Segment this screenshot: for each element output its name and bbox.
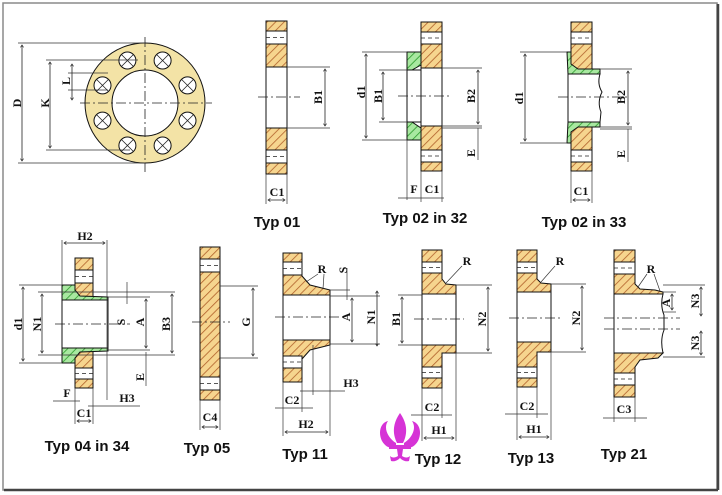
dim-label-S: S: [114, 318, 128, 325]
dim-label-R: R: [318, 262, 327, 276]
dim-label-C2: C2: [520, 399, 535, 413]
dim-label-R: R: [556, 254, 565, 268]
bolt-hole-cross: [96, 114, 109, 127]
typ05-title: Typ 05: [184, 440, 230, 457]
typ04-34-title: Typ 04 in 34: [45, 438, 130, 455]
bolt-hole-cross: [121, 139, 134, 152]
dim-label-C1: C1: [425, 182, 440, 196]
dim-label-E: E: [133, 373, 147, 381]
dim-label-G: G: [239, 317, 253, 326]
dim-label-N1: N1: [364, 310, 378, 325]
dim-label-d1: d1: [354, 86, 368, 99]
dim-label-d1: d1: [512, 92, 526, 105]
fleur-de-lis-logo: [380, 413, 420, 462]
dim-label-R: R: [463, 254, 472, 268]
bolt-hole-cross: [181, 79, 194, 92]
dim-label-C1: C1: [270, 185, 285, 199]
dim-label-L: L: [59, 77, 73, 85]
dim-label-C3: C3: [617, 402, 632, 416]
dim-label-C1: C1: [77, 406, 92, 420]
dim-label-N2: N2: [569, 311, 583, 326]
dim-label-A: A: [339, 312, 353, 321]
dim-label-d1: d1: [11, 318, 25, 331]
bolt-hole-cross: [121, 54, 134, 67]
dim-label-C2: C2: [285, 393, 300, 407]
dim-label-H2: H2: [77, 229, 92, 243]
bolt-hole-cross: [96, 79, 109, 92]
dim-label-B1: B1: [389, 312, 403, 326]
typ02-33-title: Typ 02 in 33: [542, 214, 627, 231]
dim-label-E: E: [614, 150, 628, 158]
dim-label-K: K: [38, 98, 52, 108]
typ12-drawing: R B1 N2 C2 H1: [389, 249, 492, 441]
typ11-drawing: R S A N1 H3 C2 H2: [275, 252, 380, 436]
dim-label-B2: B2: [614, 90, 628, 104]
dim-label-H3: H3: [343, 376, 358, 390]
typ02-32-title: Typ 02 in 32: [383, 210, 468, 227]
dim-label-D: D: [10, 98, 24, 107]
flange-front-view: D K L: [10, 37, 212, 172]
dim-label-B1: B1: [311, 90, 325, 104]
typ11-title: Typ 11: [282, 446, 328, 463]
typ04-34-drawing: H2 d1 N1 S A B3 E F C1 H3: [11, 229, 175, 424]
dim-label-A: A: [659, 298, 673, 307]
typ12-title: Typ 12: [415, 451, 461, 468]
typ13-drawing: R N2 C2 H1: [505, 249, 586, 440]
typ02-33-drawing: d1 B2 E C1: [512, 21, 632, 203]
dim-label-A: A: [133, 317, 147, 326]
dim-label-F: F: [410, 182, 417, 196]
dim-label-B2: B2: [464, 89, 478, 103]
bolt-hole-cross: [156, 139, 169, 152]
bolt-hole-cross: [156, 54, 169, 67]
typ01-title: Typ 01: [254, 214, 300, 231]
dim-label-N3-upper: N3: [688, 294, 702, 309]
dim-label-C1: C1: [574, 184, 589, 198]
dim-label-R: R: [647, 262, 656, 276]
dim-label-F: F: [63, 386, 70, 400]
typ21-drawing: R A N3 N3 C3: [603, 249, 705, 422]
dim-label-H1: H1: [431, 423, 446, 437]
dim-label-H1: H1: [526, 422, 541, 436]
dim-label-H3: H3: [119, 391, 134, 405]
typ01-drawing: B1 C1: [258, 20, 330, 204]
typ02-32-drawing: d1 B1 B2 E F C1: [354, 21, 482, 202]
bolt-hole-cross: [181, 114, 194, 127]
bolt-holes: [93, 51, 197, 155]
dim-label-C4: C4: [203, 410, 218, 424]
dim-label-N2: N2: [475, 312, 489, 327]
dim-label-N1: N1: [30, 317, 44, 332]
dim-label-E: E: [464, 149, 478, 157]
dim-label-B1: B1: [371, 89, 385, 103]
dim-label-C2: C2: [425, 400, 440, 414]
dim-label-H2: H2: [298, 417, 313, 431]
dim-label-N3-lower: N3: [688, 336, 702, 351]
typ05-drawing: G C4: [192, 246, 258, 430]
dim-label-S: S: [336, 266, 350, 273]
dim-label-B3: B3: [159, 317, 173, 331]
typ13-title: Typ 13: [508, 450, 554, 467]
typ21-title: Typ 21: [601, 446, 647, 463]
